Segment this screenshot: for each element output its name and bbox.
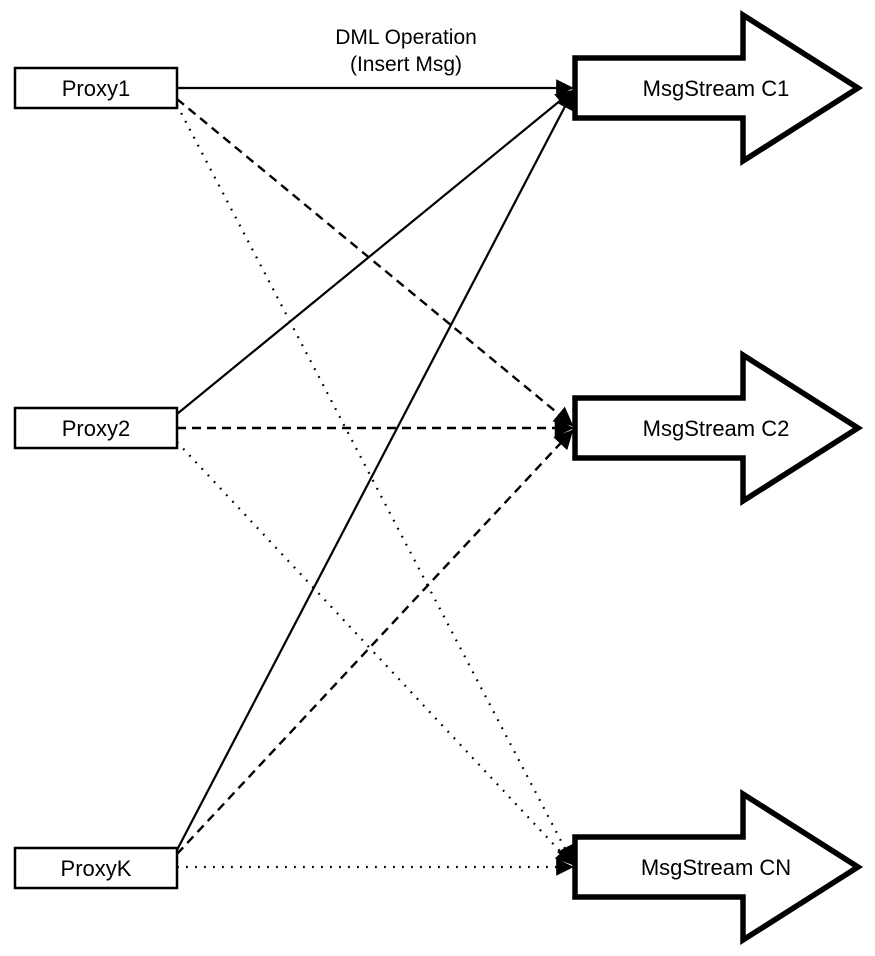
proxy-node-1: Proxy1 bbox=[13, 66, 179, 110]
msgstream-c1-arrow-shape bbox=[572, 9, 864, 167]
edge-proxyk-to-c2 bbox=[176, 429, 574, 855]
msgstream-cn-arrow-shape bbox=[572, 788, 864, 946]
edge-label-line2: (Insert Msg) bbox=[350, 53, 462, 76]
proxy1-box bbox=[13, 66, 179, 110]
edge-proxy1-to-cn bbox=[176, 104, 573, 864]
proxyk-label: ProxyK bbox=[61, 856, 132, 881]
msgstream-node-c1: MsgStream C1 bbox=[572, 9, 864, 167]
edge-label-line1: DML Operation bbox=[335, 26, 477, 49]
msgstream-c1-label: MsgStream C1 bbox=[643, 76, 790, 101]
proxy2-label: Proxy2 bbox=[62, 416, 130, 441]
edge-proxy2-to-cn bbox=[176, 441, 574, 866]
msgstream-cn-label: MsgStream CN bbox=[641, 855, 791, 880]
edge-proxyk-to-c1 bbox=[176, 91, 573, 851]
proxy2-box bbox=[13, 406, 179, 450]
connectors bbox=[176, 79, 574, 876]
proxy1-label: Proxy1 bbox=[62, 76, 130, 101]
edge-proxy1-to-c2 bbox=[176, 98, 574, 427]
proxy-node-2: Proxy2 bbox=[13, 406, 179, 450]
edge-proxy2-to-c1 bbox=[176, 89, 574, 415]
msgstream-c2-arrow-shape bbox=[572, 349, 864, 507]
edge-label-dml-operation: DML Operation (Insert Msg) bbox=[335, 26, 477, 76]
msgstream-node-cn: MsgStream CN bbox=[572, 788, 864, 946]
proxyk-box bbox=[13, 846, 179, 890]
msgstream-node-c2: MsgStream C2 bbox=[572, 349, 864, 507]
msgstream-c2-label: MsgStream C2 bbox=[643, 416, 790, 441]
proxy-node-k: ProxyK bbox=[13, 846, 179, 890]
